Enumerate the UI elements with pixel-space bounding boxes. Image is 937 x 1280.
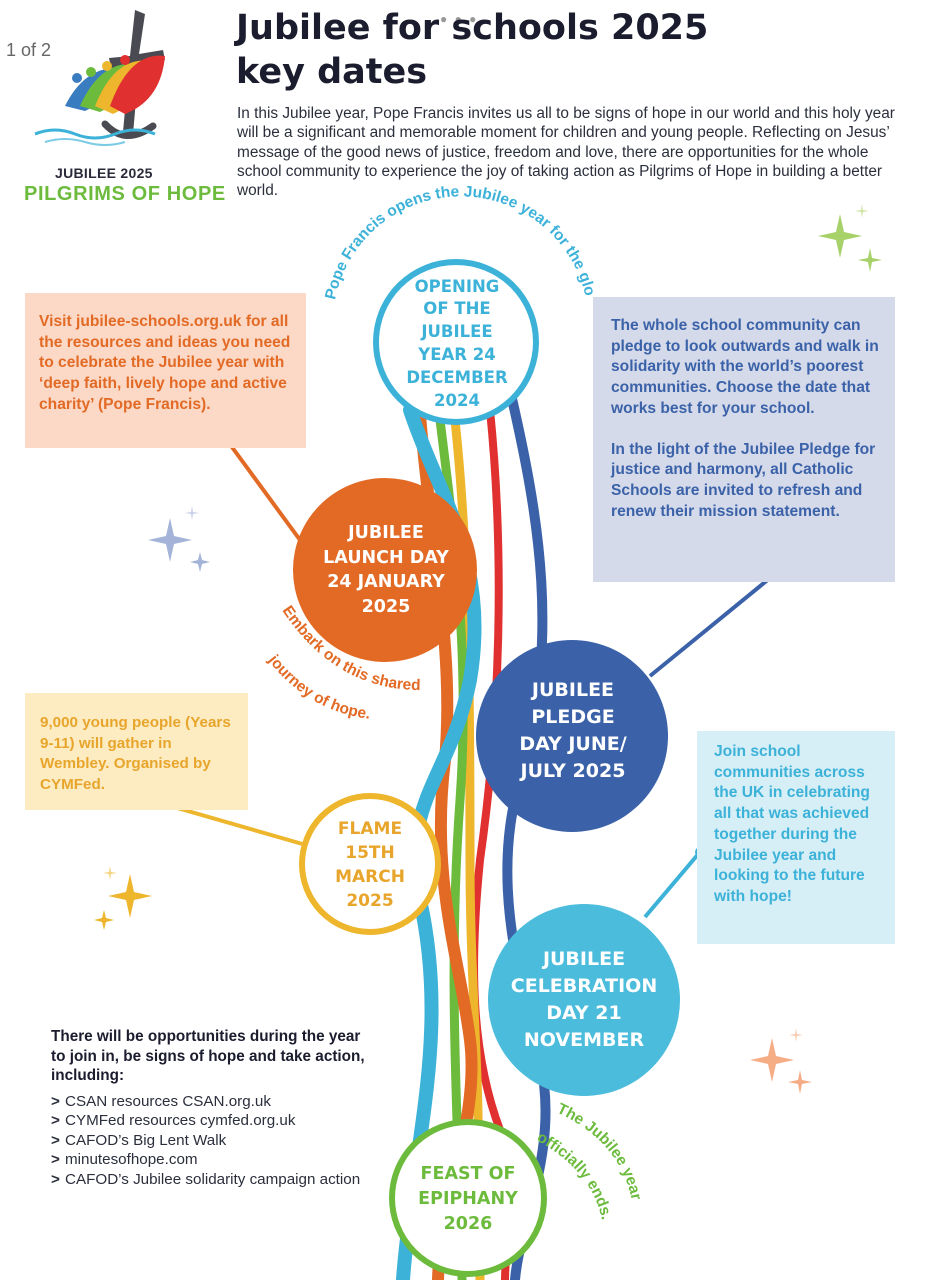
sparkle-icon <box>94 866 152 930</box>
milestone-epiphany-line: 2026 <box>443 1213 493 1234</box>
milestone-launch-line: 2025 <box>361 596 411 617</box>
milestone-pledge-line: DAY JUNE/ <box>519 733 627 755</box>
milestone-pledge-line: JUBILEE <box>531 679 615 701</box>
list-item: CAFOD’s Jubilee solidarity campaign acti… <box>51 1170 371 1190</box>
milestone-flame-line: FLAME <box>337 819 403 839</box>
milestone-epiphany-line: FEAST OF <box>420 1163 516 1184</box>
milestone-opening-line: OPENING <box>414 276 500 296</box>
milestone-flame-line: MARCH <box>335 867 405 887</box>
list-item: CSAN resources CSAN.org.uk <box>51 1092 371 1112</box>
pledge-para-2: In the light of the Jubilee Pledge for j… <box>611 440 876 520</box>
opportunities-list: CSAN resources CSAN.org.uk CYMFed resour… <box>51 1092 371 1190</box>
milestone-celebration-line: CELEBRATION <box>510 975 658 997</box>
celebration-info-box: Join school communities across the UK in… <box>697 731 895 944</box>
title-line-1: Jubilee for schools 2025 <box>236 8 709 48</box>
milestone-launch: JUBILEE LAUNCH DAY 24 JANUARY 2025 <box>295 520 477 620</box>
milestone-celebration: JUBILEE CELEBRATION DAY 21 NOVEMBER <box>490 940 678 1060</box>
cross-anchor-logo-icon <box>34 10 165 146</box>
milestone-launch-line: LAUNCH DAY <box>323 547 449 568</box>
visit-rest: for all the resources and ideas you need… <box>39 313 291 413</box>
milestone-opening-line: 2024 <box>434 390 480 410</box>
visit-prefix: Visit <box>39 313 76 330</box>
milestone-celebration-line: NOVEMBER <box>523 1029 645 1051</box>
milestone-flame-line: 2025 <box>346 891 394 911</box>
logo-tagline: PILGRIMS OF HOPE <box>24 183 226 205</box>
milestone-opening-line: YEAR 24 <box>418 345 496 364</box>
milestone-pledge: JUBILEE PLEDGE DAY JUNE/ JULY 2025 <box>478 676 668 786</box>
milestone-opening: OPENING OF THE JUBILEE YEAR 24 DECEMBER … <box>378 275 536 413</box>
milestone-flame-line: 15TH <box>345 843 395 863</box>
milestone-flame: FLAME 15TH MARCH 2025 <box>302 810 438 920</box>
list-item: minutesofhope.com <box>51 1150 371 1170</box>
milestone-opening-line: JUBILEE <box>421 322 493 342</box>
page-indicator: 1 of 2 <box>6 40 52 60</box>
sparkle-icon <box>148 506 210 572</box>
milestone-launch-line: 24 JANUARY <box>327 572 445 592</box>
milestone-celebration-line: DAY 21 <box>546 1002 622 1024</box>
page-title: Jubilee for schools 2025 key dates <box>236 6 836 94</box>
pledge-para-1: The whole school community can pledge to… <box>611 317 879 417</box>
list-item: CAFOD’s Big Lent Walk <box>51 1131 371 1151</box>
pledge-info-box: The whole school community can pledge to… <box>593 297 895 582</box>
milestone-opening-line: DECEMBER <box>406 367 508 387</box>
jubilee-schools-link[interactable]: jubilee-schools.org.uk <box>75 313 242 330</box>
milestone-pledge-line: PLEDGE <box>531 706 615 728</box>
milestone-epiphany-line: EPIPHANY <box>418 1188 518 1209</box>
milestone-celebration-line: JUBILEE <box>542 948 626 970</box>
visit-website-box: Visit jubilee-schools.org.uk for all the… <box>25 293 306 448</box>
sparkle-icon <box>750 1028 812 1094</box>
opportunities-section: There will be opportunities during the y… <box>51 1027 371 1189</box>
more-options-icon[interactable]: ● ● ● <box>440 12 479 26</box>
opportunities-heading: There will be opportunities during the y… <box>51 1028 365 1084</box>
milestone-opening-line: OF THE <box>423 299 491 319</box>
logo-year: JUBILEE 2025 <box>55 165 153 181</box>
intro-paragraph: In this Jubilee year, Pope Francis invit… <box>237 105 895 200</box>
list-item: CYMFed resources cymfed.org.uk <box>51 1111 371 1131</box>
title-line-2: key dates <box>236 52 428 92</box>
milestone-circles <box>293 259 680 1277</box>
milestone-launch-line: JUBILEE <box>348 523 424 543</box>
milestone-epiphany: FEAST OF EPIPHANY 2026 <box>393 1155 543 1243</box>
flame-info-box: 9,000 young people (Years 9-11) will gat… <box>25 693 248 810</box>
milestone-pledge-line: JULY 2025 <box>520 760 626 782</box>
sparkle-icon <box>818 204 882 272</box>
